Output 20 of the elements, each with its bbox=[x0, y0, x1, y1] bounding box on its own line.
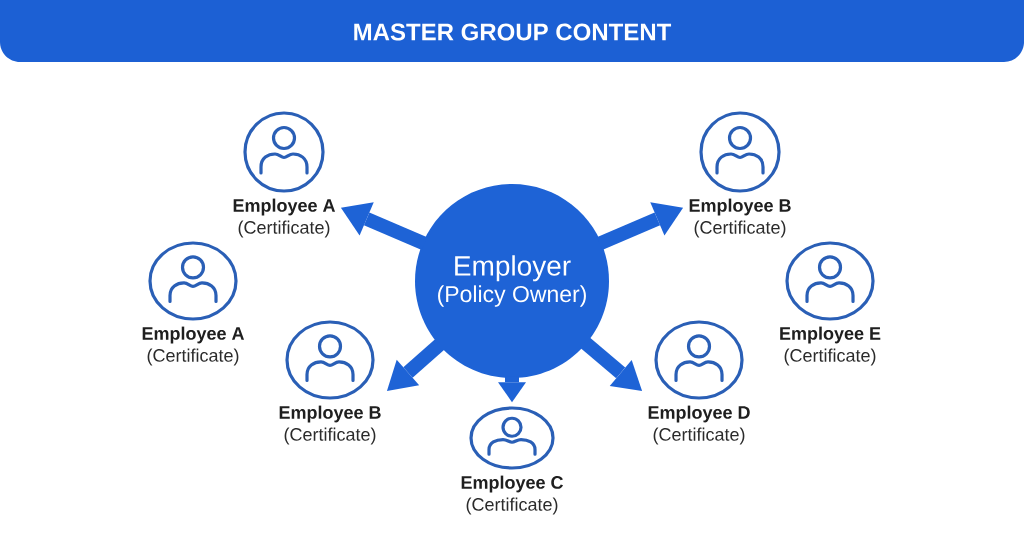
node-subtitle: (Certificate) bbox=[147, 348, 239, 366]
node-subtitle: (Certificate) bbox=[238, 220, 330, 238]
arrow bbox=[498, 376, 526, 403]
node-title: Employee D bbox=[648, 405, 750, 423]
node-title: Employee E bbox=[780, 326, 881, 344]
node-title: Employee A bbox=[142, 326, 245, 344]
arrow bbox=[386, 338, 446, 391]
node-subtitle: (Certificate) bbox=[653, 427, 745, 445]
arrow bbox=[596, 202, 684, 250]
node-title: Employee C bbox=[461, 475, 563, 493]
node-subtitle: (Certificate) bbox=[694, 220, 786, 238]
node-subtitle: (Certificate) bbox=[466, 497, 558, 515]
node-subtitle: (Certificate) bbox=[784, 348, 876, 366]
node-title: Employee B bbox=[279, 405, 381, 423]
title-bar: MASTER GROUP CONTENT bbox=[0, 0, 1024, 62]
node-title: Employee B bbox=[689, 198, 791, 216]
node-subtitle: (Certificate) bbox=[284, 427, 376, 445]
arrow bbox=[340, 202, 428, 250]
arrow bbox=[580, 337, 643, 391]
node-title: Employee A bbox=[233, 198, 336, 216]
